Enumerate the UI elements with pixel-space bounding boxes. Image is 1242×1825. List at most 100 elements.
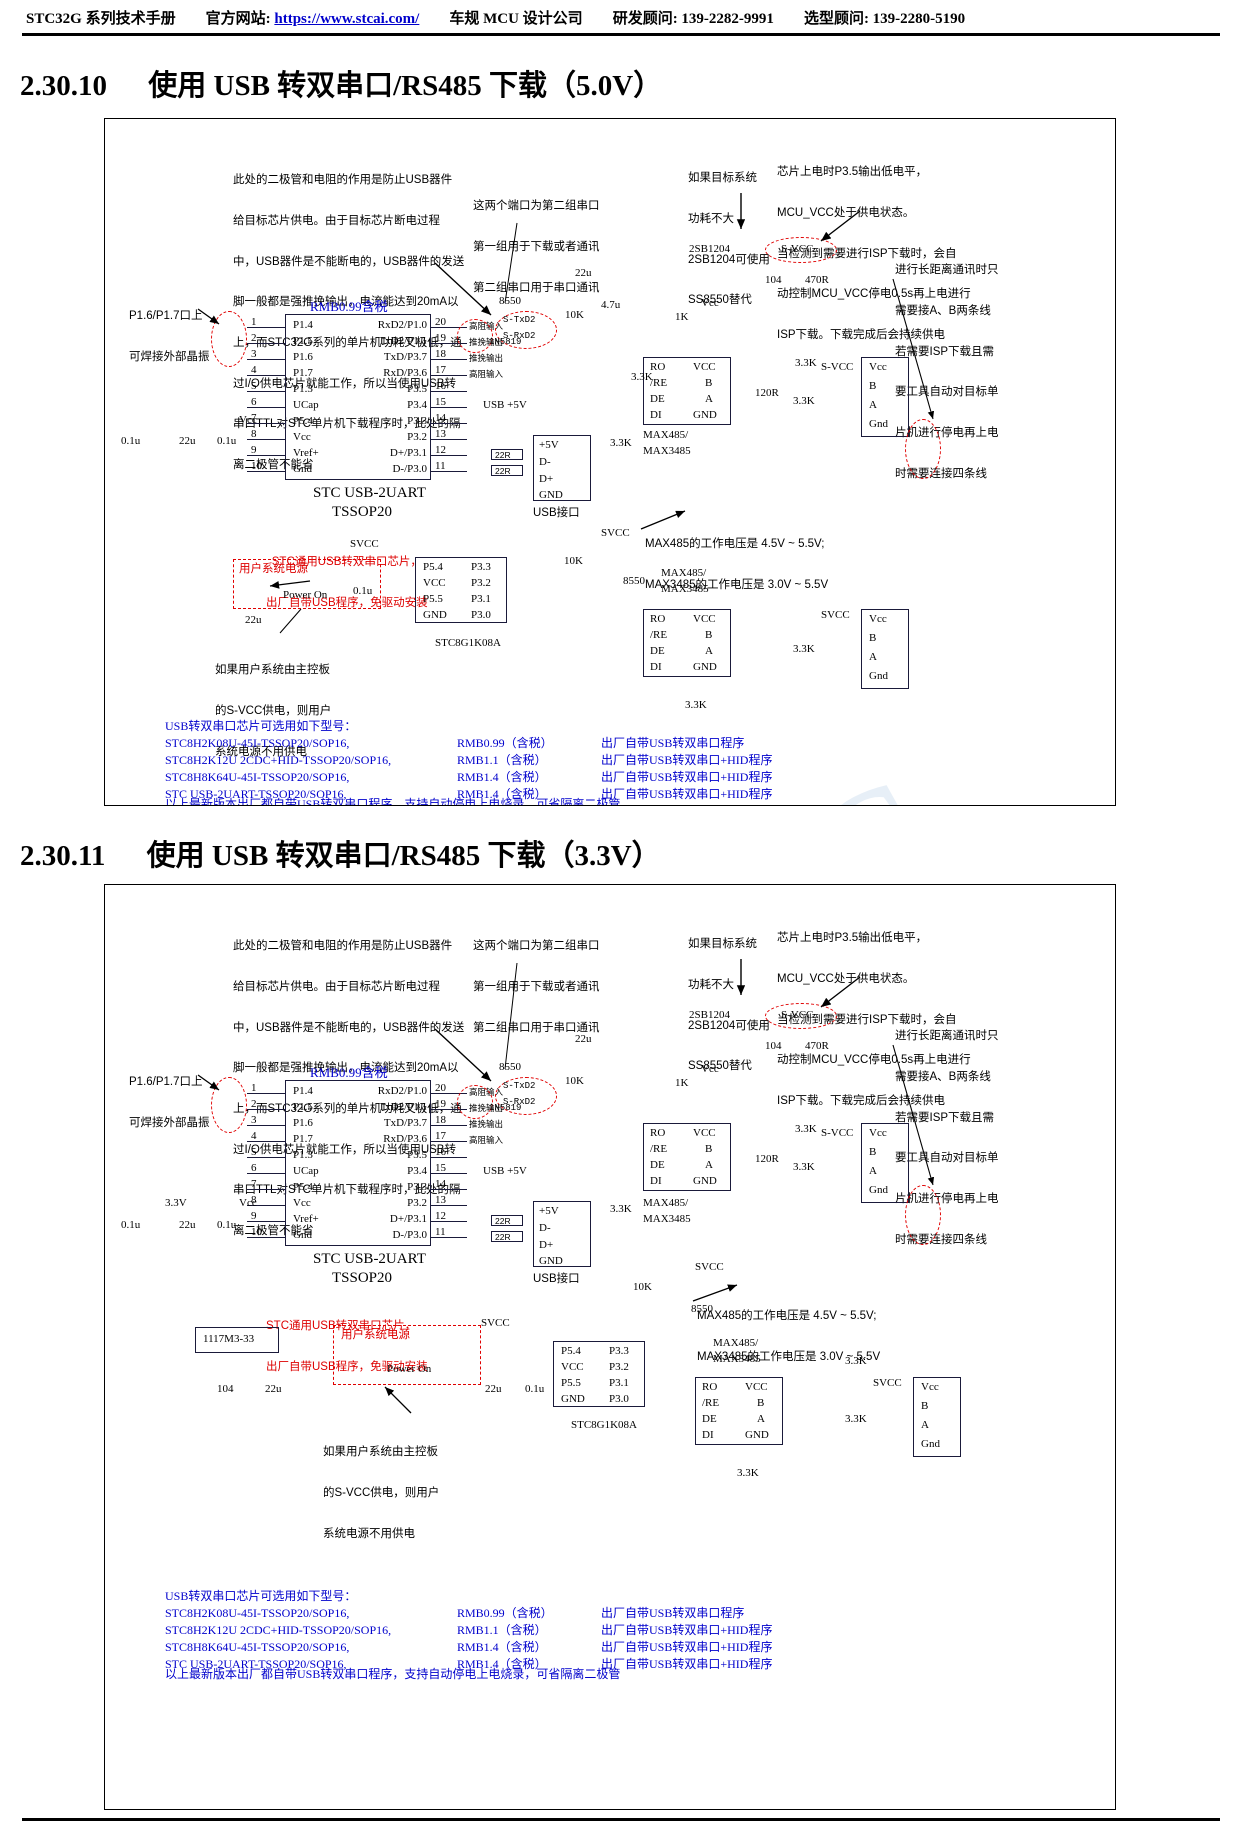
pin-number-left: 3 (251, 1114, 257, 1126)
max485-1-pin-re: /RE (650, 377, 668, 389)
pin-label-left: Vref+ (293, 447, 319, 459)
pin-number-left: 5 (251, 380, 257, 392)
cap-0p1u-left-2: 0.1u (121, 1219, 141, 1231)
label-vcc-top: Vcc (701, 297, 719, 309)
part-number: STC8H8K64U-45I-TSSOP20/SOP16, (165, 770, 350, 784)
pin-number-left: 4 (251, 1130, 257, 1142)
usb-pin-dp: D+ (539, 473, 554, 485)
pin-lead-left (247, 1237, 285, 1238)
label-usb-5v-2: USB +5V (483, 1165, 527, 1177)
chip-usb2uart-body (285, 314, 431, 480)
pin-lead-right (431, 375, 467, 376)
stc8g2-pin-p33: P3.3 (609, 1345, 629, 1357)
footer-divider (22, 1818, 1220, 1821)
pin-lead-left (247, 343, 285, 344)
part-description: 出厂自带USB转双串口+HID程序 (601, 1623, 773, 1637)
label-2sb1204-2: 2SB1204 (689, 1009, 730, 1021)
usb-pin-5v: +5V (539, 439, 559, 451)
part-number: STC8H2K08U-45I-TSSOP20/SOP16, (165, 736, 350, 750)
pin-label-right: P3.5 (407, 1149, 427, 1161)
pin-number-left: 6 (251, 1162, 257, 1174)
pin-lead-right (431, 343, 467, 344)
res-22r-3-label: 22R (495, 1216, 511, 1226)
pin-number-right: 12 (435, 444, 446, 456)
res-22r-3 (491, 1215, 523, 1226)
pin-number-left: 10 (251, 460, 262, 472)
pin-number-left: 8 (251, 1194, 257, 1206)
pin-lead-right (431, 439, 467, 440)
pin-lead-left (247, 455, 285, 456)
pin-number-left: 7 (251, 412, 257, 424)
connector-2-body (861, 609, 909, 689)
pin-label-right: RxD2/P1.0 (377, 1085, 427, 1097)
pin-number-left: 6 (251, 396, 257, 408)
label-10k-low-2: 10K (633, 1281, 652, 1293)
section-heading-text-2: 使用 USB 转双串口/RS485 下载（3.3V） (146, 840, 661, 872)
pin-label-right: P3.4 (407, 1165, 427, 1177)
pin-lead-right (431, 1189, 467, 1190)
part-description: 出厂自带USB转双串口程序 (601, 1606, 745, 1620)
label-8550-low: 8550 (623, 575, 645, 587)
pin-label-left: Vcc (293, 431, 311, 443)
max485-3-name1: MAX485/ (643, 1197, 689, 1209)
max485-1-pin-de: DE (650, 393, 665, 405)
pin-lead-right (431, 455, 467, 456)
usb-pin-5v-2: +5V (539, 1205, 559, 1217)
part-number: STC8H2K12U 2CDC+HID-TSSOP20/SOP16, (165, 1623, 392, 1637)
chip-usb2uart-name2: TSSOP20 (332, 504, 393, 520)
chip-usb2uart-name1-2: STC USB-2UART (313, 1251, 426, 1267)
pin-label-right: P3.3 (407, 1181, 427, 1193)
part-description: 出厂自带USB转双串口+HID程序 (601, 1657, 773, 1671)
label-2sb1204: 2SB1204 (689, 243, 730, 255)
connector-4-body (913, 1377, 961, 1457)
max485-4-pin-ro: RO (702, 1381, 718, 1393)
pin-number-left: 2 (251, 332, 257, 344)
pin-lead-right (431, 391, 467, 392)
user-power-box-2 (333, 1325, 481, 1385)
official-site-link[interactable]: https://www.stcai.com/ (274, 10, 420, 27)
label-diode-1n5819: 1N5819 (489, 337, 522, 347)
res-22r-4 (491, 1231, 523, 1242)
pin-label-left: P1.4 (293, 1085, 313, 1097)
label-3p3k-a: 3.3K (631, 371, 653, 383)
label-3p3k-i: 3.3K (610, 1203, 632, 1215)
pin-lead-left (247, 359, 285, 360)
conn4-pin-gnd: Gnd (921, 1438, 940, 1450)
pin-label-right: D-/P3.0 (392, 463, 427, 475)
label-8550-top: 8550 (499, 295, 521, 307)
max485-3-pin-di: DI (650, 1175, 662, 1187)
chip-red-note-2: STC通用USB转双串口芯片， 出厂自带USB程序，免驱动安装 (266, 1320, 428, 1373)
label-s-vcc-top: S-VCC (781, 243, 814, 255)
label-10k-top-2: 10K (565, 1075, 584, 1087)
label-470r-2: 470R (805, 1040, 829, 1052)
pin-label-right: P3.5 (407, 383, 427, 395)
stc8g2-pin-gnd: GND (561, 1393, 585, 1405)
pin-tag: 高阻输入 (469, 1135, 504, 1145)
part-price: RMB1.1（含税） (457, 753, 547, 767)
pin-lead-right (431, 407, 467, 408)
section-number: 2.30.10 (20, 70, 107, 102)
cap-0p1u-left: 0.1u (121, 435, 141, 447)
label-vcc-top-2: Vcc (701, 1063, 719, 1075)
power-on-label-2: Power On (387, 1363, 432, 1375)
max485-1-pin-di: DI (650, 409, 662, 421)
annotation-crystal-2: P1.6/P1.7口上 可焊接外部晶振 (129, 1076, 210, 1129)
pin-label-left: Gnd (293, 463, 312, 475)
conn4-pin-vcc: Vcc (921, 1381, 939, 1393)
pin-lead-left (247, 471, 285, 472)
label-104-2: 104 (765, 1040, 782, 1052)
pin-label-left: P1.6 (293, 1117, 313, 1129)
label-vcc-left-2: Vcc (239, 1197, 257, 1209)
diode-highlight-ellipse-2 (457, 1085, 493, 1119)
label-svcc-right2: SVCC (821, 609, 850, 621)
max485-3-pin-vcc: VCC (693, 1127, 716, 1139)
annotation-low-power: 如果目标系统 功耗不大 2SB1204可使用 SS8550替代 (688, 172, 770, 307)
pin-lead-left (247, 1205, 285, 1206)
pin-label-left: UCap (293, 399, 319, 411)
max485-2-pin-de: DE (650, 645, 665, 657)
pin-number-left: 9 (251, 1210, 257, 1222)
user-power-label-2: 用户系统电源 (341, 1329, 410, 1341)
max485-4-pin-re: /RE (702, 1397, 720, 1409)
pin-lead-left (247, 1125, 285, 1126)
conn3-pin-vcc: Vcc (869, 1127, 887, 1139)
